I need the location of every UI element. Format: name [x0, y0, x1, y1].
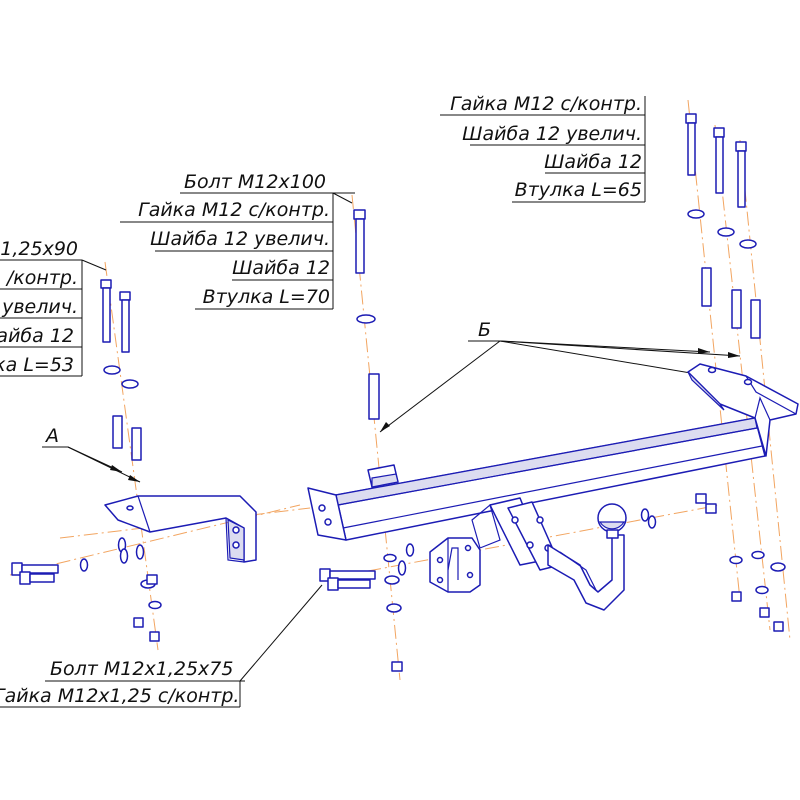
right-bracket-b: [687, 363, 799, 457]
fastener-stack-left: [100, 279, 162, 642]
label-left-washer-large: увелич.: [1, 296, 78, 318]
assembly-axis-lines: [9, 99, 791, 681]
washer: [103, 365, 121, 375]
label-block-bottom: Болт М12х1,25х75 Гайка М12х1,25 с/контр.: [0, 584, 323, 708]
horizontal-fasteners-right: [640, 493, 717, 529]
callout-b-label: Б: [478, 319, 491, 341]
left-bracket-a: [104, 495, 257, 563]
bushing: [112, 415, 123, 449]
bolt-shank: [102, 287, 111, 343]
bolt-head: [100, 279, 112, 289]
label-left-bushing: ка L=53: [0, 354, 74, 376]
label-top-right-washer: Шайба 12: [544, 151, 642, 173]
callout-a: А: [42, 425, 141, 483]
label-center-nut: Гайка М12 с/контр.: [138, 199, 330, 221]
label-center-washer: Шайба 12: [232, 257, 330, 279]
label-top-right-nut: Гайка М12 с/контр.: [450, 93, 642, 115]
label-center-washer-large: Шайба 12 увелич.: [150, 228, 330, 250]
horizontal-bolts-left: [11, 537, 158, 585]
label-left-washer: Шайба 12: [0, 325, 74, 347]
label-top-right-washer-large: Шайба 12 увелич.: [462, 123, 642, 145]
fastener-stack-center: [353, 209, 403, 672]
label-bottom-nut: Гайка М12х1,25 с/контр.: [0, 685, 239, 707]
label-top-right-bushing: Втулка L=65: [515, 179, 642, 201]
main-crossbar-beam: [307, 417, 766, 541]
label-center-bushing: Втулка L=70: [203, 286, 330, 308]
label-center-bolt: Болт М12х100: [184, 171, 326, 193]
label-bottom-bolt: Болт М12х1,25х75: [50, 658, 233, 680]
label-block-top-right: Гайка М12 с/контр. Шайба 12 увелич. Шайб…: [440, 93, 646, 203]
label-left-nut: /контр.: [5, 267, 78, 289]
label-left-bolt: 1,25х90: [0, 238, 78, 260]
socket-mount-plate: [429, 537, 481, 593]
tow-ball-mount: [471, 497, 627, 611]
label-block-center: Болт М12х100 Гайка М12 с/контр. Шайба 12…: [120, 171, 355, 310]
label-block-left: 1,25х90 /контр. увелич. Шайба 12 ка L=53: [0, 238, 107, 377]
horizontal-bolts-center: [319, 543, 415, 591]
callout-a-label: А: [44, 425, 59, 447]
fastener-stack-right: [685, 113, 786, 632]
